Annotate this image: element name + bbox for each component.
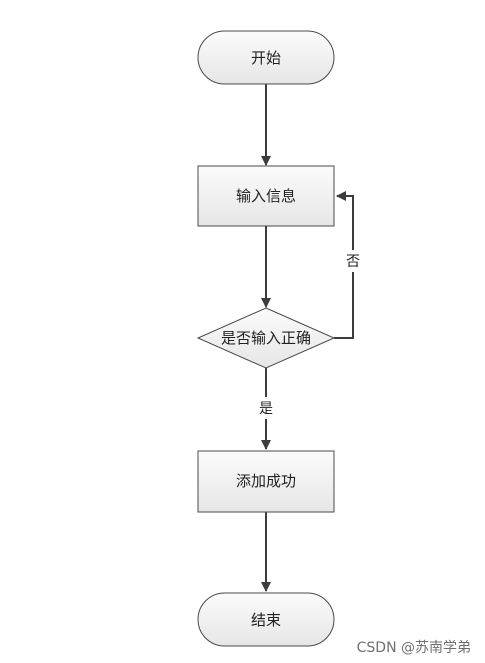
node-start-label: 开始: [251, 49, 281, 67]
edge-label-no: 否: [346, 254, 360, 270]
node-end: 结束: [197, 592, 335, 647]
node-start: 开始: [197, 30, 335, 85]
node-success: 添加成功: [197, 450, 335, 513]
node-check-label: 是否输入正确: [221, 329, 311, 347]
node-success-shape: [197, 450, 335, 513]
node-input-label: 输入信息: [236, 187, 296, 205]
edge-label-yes: 是: [259, 401, 273, 417]
edge-label-no-bg: [344, 250, 362, 272]
node-input-shape: [197, 165, 335, 227]
node-start-shape: [197, 30, 335, 85]
node-check-shape: [196, 307, 336, 369]
node-check: 是否输入正确: [196, 307, 336, 369]
node-end-label: 结束: [251, 611, 281, 629]
edge-label-yes-bg: [257, 397, 275, 419]
node-end-shape: [197, 592, 335, 647]
node-input: 输入信息: [197, 165, 335, 227]
node-success-label: 添加成功: [236, 472, 296, 490]
watermark: CSDN @苏南学弟: [356, 640, 471, 656]
